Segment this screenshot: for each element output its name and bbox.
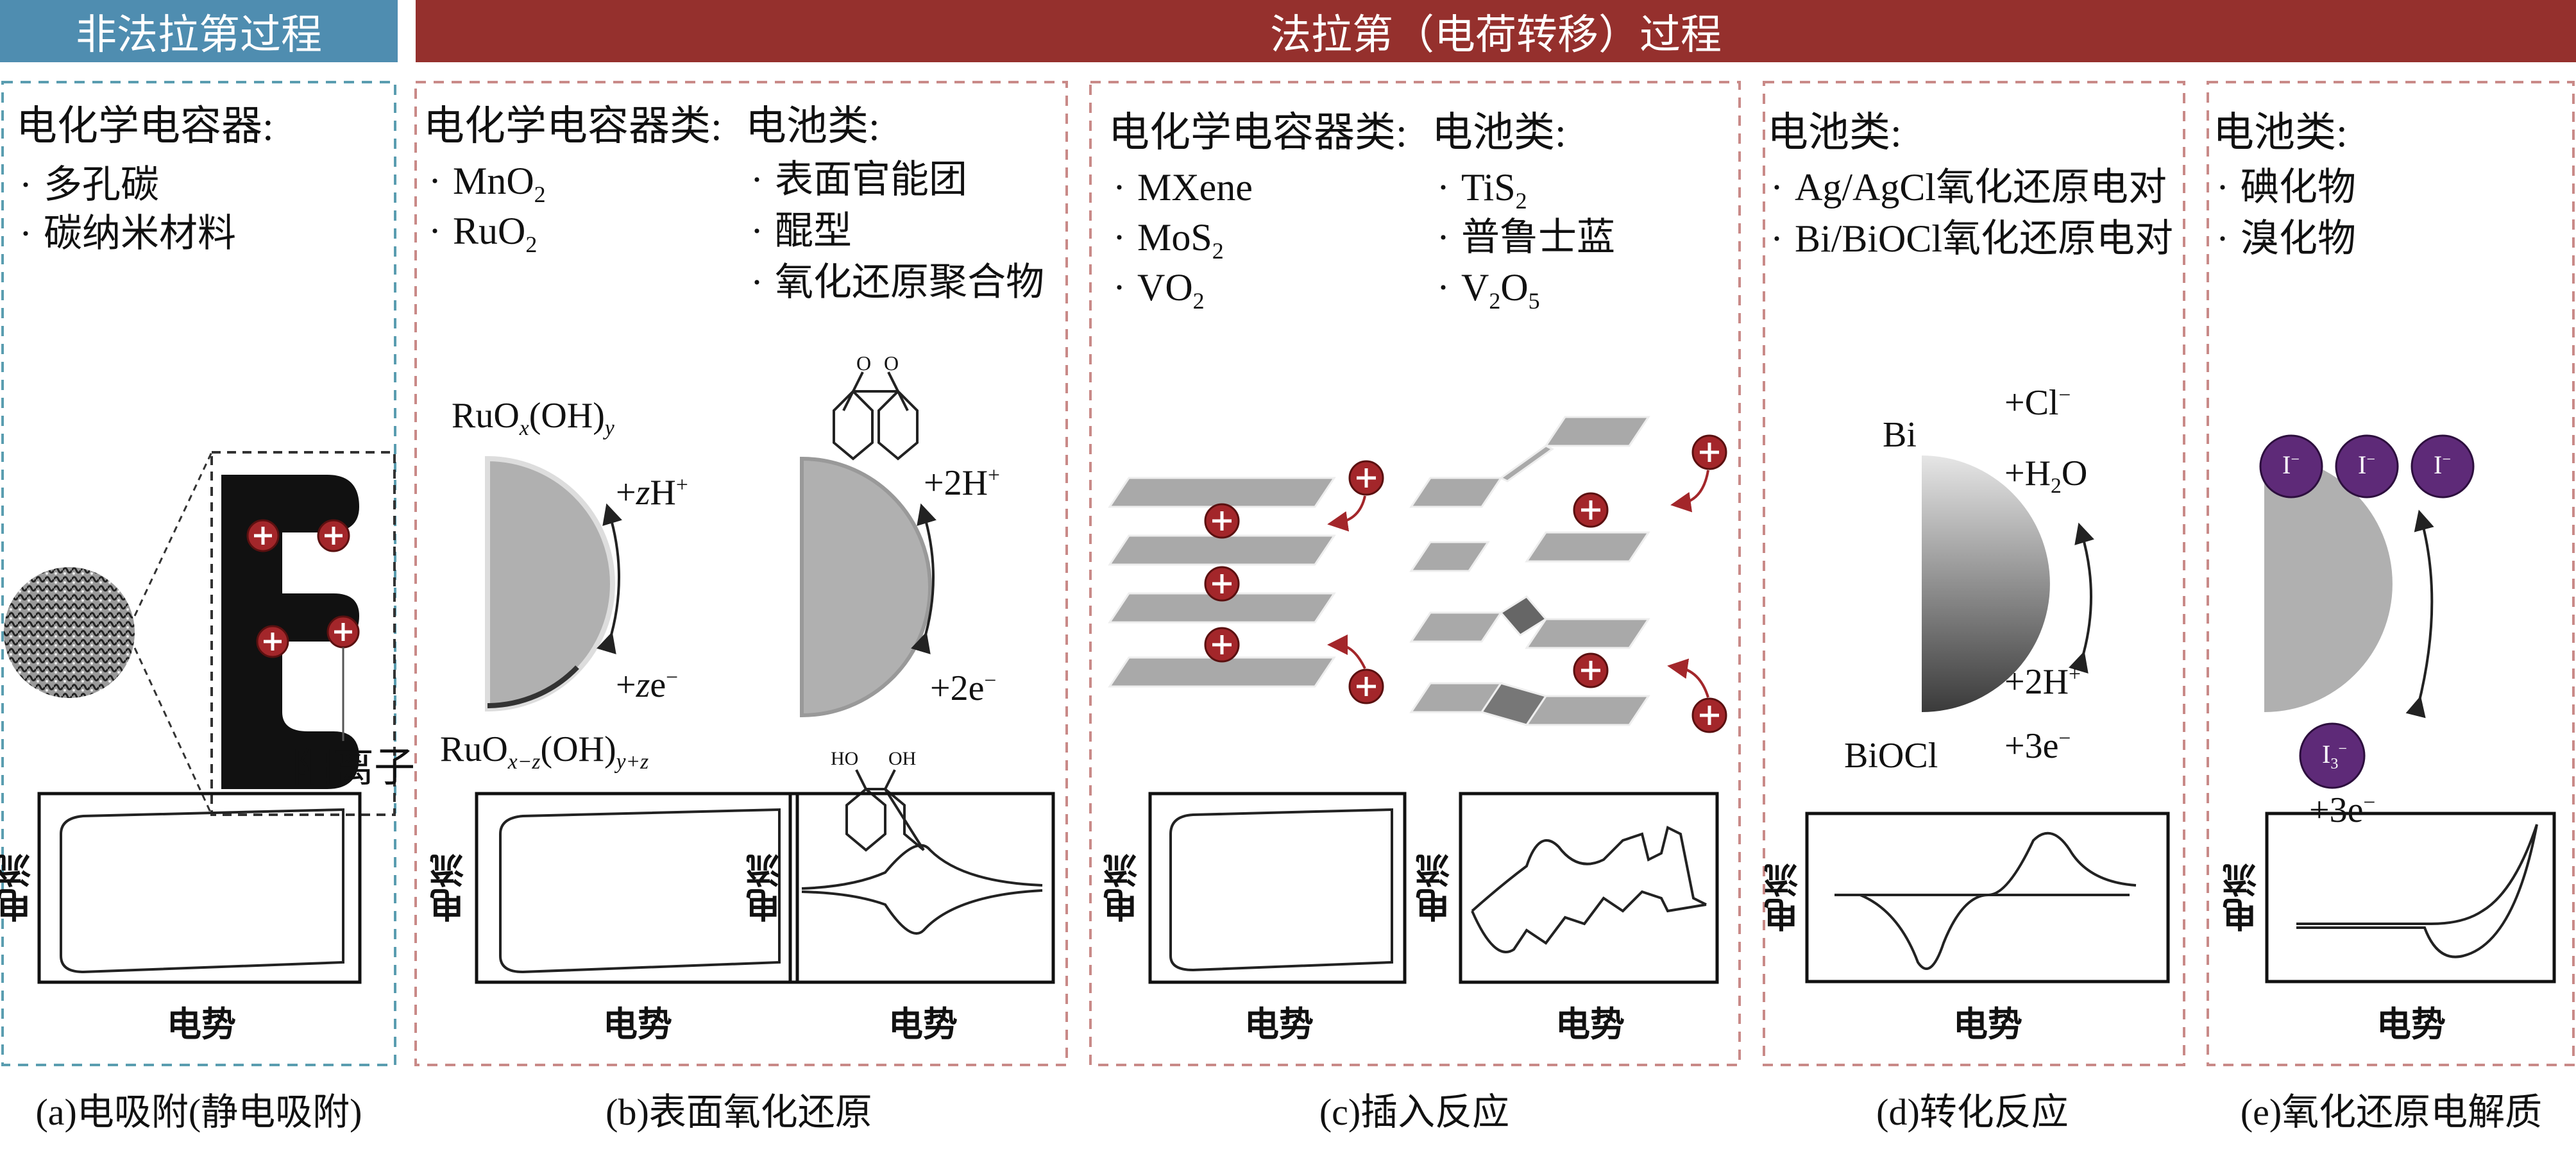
porous-carbon-particle bbox=[4, 567, 135, 698]
proton2-label: +2H+ bbox=[924, 463, 1000, 503]
panel-e-heading: 电池类: bbox=[2213, 110, 2348, 155]
panel-c-cap-item: VO2 bbox=[1113, 268, 1205, 312]
panel-c-cap-item: MoS2 bbox=[1113, 218, 1224, 262]
hydroxyl-label: OH bbox=[888, 748, 917, 769]
panel-c-frame bbox=[1089, 81, 1741, 1066]
iodide-ion-icons bbox=[2259, 434, 2475, 789]
caption-c: (c)插入反应 bbox=[1319, 1091, 1510, 1133]
triiodide-label: I3− bbox=[2322, 740, 2347, 772]
panel-c-bat-item: V2O5 bbox=[1437, 268, 1540, 312]
nonfaradaic-header: 非法拉第过程 bbox=[76, 12, 322, 58]
panel-a-item: 碳纳米材料 bbox=[19, 214, 236, 253]
iodide-label: I− bbox=[2434, 450, 2451, 479]
panel-d-item: Bi/BiOCl氧化还原电对 bbox=[1770, 219, 2173, 258]
caption-e: (e)氧化还原电解质 bbox=[2240, 1091, 2543, 1133]
x-axis-label: 电势 bbox=[1953, 1005, 2022, 1044]
y-axis-label: 电流 bbox=[431, 853, 470, 923]
proton-label: +2H+ bbox=[2004, 662, 2081, 702]
chloride-label: +Cl− bbox=[2004, 383, 2071, 423]
faradaic-header: 法拉第（电荷转移）过程 bbox=[1270, 12, 1722, 58]
quinone-molecule bbox=[833, 371, 919, 461]
y-axis-label: 电流 bbox=[747, 853, 786, 923]
reduced-formula: RuOx−z(OH)y+z bbox=[440, 729, 649, 774]
biocl-label: BiOCl bbox=[1844, 736, 1938, 776]
oxygen-label: O bbox=[884, 352, 899, 375]
panel-e-frame bbox=[2207, 81, 2575, 1066]
x-axis-label: 电势 bbox=[603, 1005, 672, 1044]
panel-d-item: Ag/AgCl氧化还原电对 bbox=[1770, 168, 2167, 207]
cv-plot-a bbox=[37, 792, 362, 984]
electron-label: +3e− bbox=[2004, 726, 2071, 766]
panel-c-bat-item: TiS2 bbox=[1437, 168, 1527, 212]
panel-a-heading: 电化学电容器: bbox=[16, 103, 274, 149]
panel-c-cap-item: MXene bbox=[1113, 168, 1253, 207]
caption-b: (b)表面氧化还原 bbox=[606, 1091, 872, 1133]
panel-a-item: 多孔碳 bbox=[19, 166, 159, 204]
panel-b-capacitor-heading: 电化学电容器类: bbox=[423, 103, 722, 149]
hydroxyl-label: HO bbox=[831, 748, 859, 769]
redox-arrow bbox=[597, 503, 622, 654]
oxygen-label: O bbox=[856, 352, 872, 375]
panel-e-item: 溴化物 bbox=[2216, 219, 2356, 258]
iodide-label: I− bbox=[2358, 450, 2375, 479]
panel-b-battery-heading: 电池类: bbox=[745, 103, 880, 149]
cv-plot-c1 bbox=[1148, 792, 1407, 984]
oxidized-formula: RuOx(OH)y bbox=[452, 396, 614, 441]
caption-d: (d)转化反应 bbox=[1876, 1091, 2069, 1133]
panel-c-capacitor-heading: 电化学电容器类: bbox=[1108, 110, 1407, 155]
electron2-label: +2e− bbox=[930, 668, 997, 708]
nonfaradaic-bar bbox=[0, 0, 398, 62]
cv-plot-c2 bbox=[1459, 792, 1719, 984]
iodide-label: I− bbox=[2282, 450, 2300, 479]
cv-curves bbox=[60, 808, 2538, 974]
cv-plot-e bbox=[2265, 812, 2556, 983]
electron-label: +ze− bbox=[616, 665, 679, 705]
ruo2-electrode bbox=[485, 455, 615, 712]
panel-b-bat-item: 氧化还原聚合物 bbox=[750, 263, 1044, 302]
faradaic-bar bbox=[416, 0, 2576, 62]
pore-structure bbox=[221, 475, 359, 789]
y-axis-label: 电流 bbox=[1765, 863, 1804, 932]
cv-plot-b2 bbox=[788, 792, 1055, 984]
panel-c-bat-item: 普鲁士蓝 bbox=[1437, 218, 1615, 257]
panel-d-heading: 电池类: bbox=[1767, 110, 1902, 155]
panel-b-cap-item: RuO2 bbox=[428, 212, 537, 256]
caption-a: (a)电吸附(静电吸附) bbox=[35, 1091, 362, 1133]
electrode bbox=[2264, 455, 2393, 712]
panel-c-battery-heading: 电池类: bbox=[1432, 110, 1566, 155]
bi-electrode bbox=[1922, 455, 2050, 712]
water-label: +H2O bbox=[2004, 454, 2088, 498]
panel-b-cap-item: MnO2 bbox=[428, 162, 546, 206]
bi-label: Bi bbox=[1883, 415, 1917, 455]
hydroquinone-molecule bbox=[845, 769, 925, 852]
electron-label: +3e− bbox=[2309, 790, 2376, 830]
cv-plot-d bbox=[1805, 812, 2170, 983]
cv-plot-b1 bbox=[475, 792, 799, 984]
panel-b-bat-item: 醌型 bbox=[750, 212, 852, 250]
x-axis-label: 电势 bbox=[2377, 1005, 2446, 1044]
y-axis-label: 电流 bbox=[0, 853, 37, 923]
panel-e-item: 碘化物 bbox=[2216, 168, 2356, 207]
panel-a-frame bbox=[1, 81, 396, 1066]
panel-b-bat-item: 表面官能团 bbox=[750, 160, 967, 199]
layered-host-sheets bbox=[1108, 416, 1650, 726]
x-axis-label: 电势 bbox=[1555, 1005, 1625, 1044]
x-axis-label: 电势 bbox=[888, 1005, 958, 1044]
y-axis-label: 电流 bbox=[1105, 853, 1143, 923]
x-axis-label: 电势 bbox=[1244, 1005, 1314, 1044]
x-axis-label: 电势 bbox=[167, 1005, 236, 1044]
proton-label: +zH+ bbox=[616, 473, 688, 513]
y-axis-label: 电流 bbox=[1417, 853, 1455, 923]
cation-label: 阳离子 bbox=[292, 745, 415, 790]
carbon-electrode bbox=[800, 456, 932, 718]
y-axis-label: 电流 bbox=[2224, 863, 2262, 932]
panel-b-frame bbox=[414, 81, 1068, 1066]
